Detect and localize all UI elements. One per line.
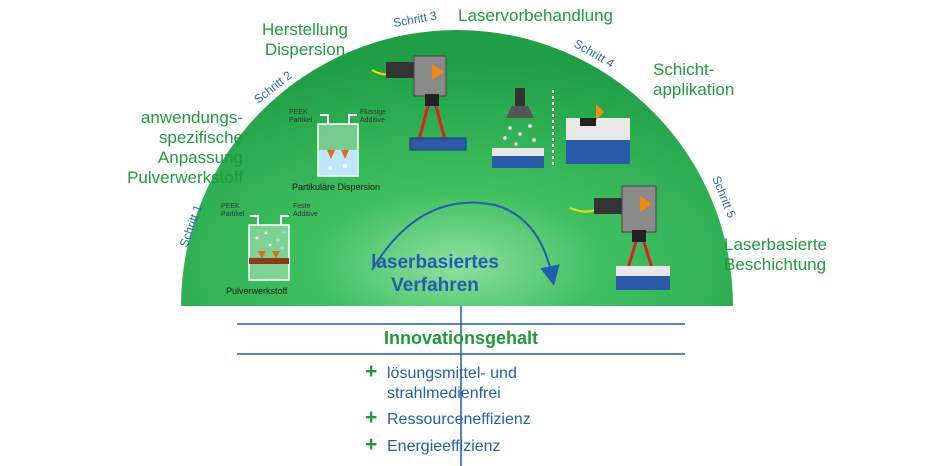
powder-peek-label-1: PEEK — [221, 203, 240, 210]
step-label-4: Schicht- applikation — [653, 60, 734, 100]
benefit-1: + lösungsmittel- und strahlmedienfrei — [365, 360, 517, 404]
powder-caption: Pulverwerkstoff — [226, 286, 288, 296]
laser-head-coating — [569, 185, 670, 290]
plus-icon: + — [365, 433, 378, 456]
step-label-4-line-2: applikation — [653, 80, 735, 99]
step-label-3: Laservorbehandlung — [458, 6, 613, 26]
laser-head-pretreatment — [371, 55, 467, 151]
powder-additive-label-2: Additive — [293, 211, 318, 218]
dispersion-additive-label-1: Flüssige — [360, 109, 386, 116]
step-label-1-line-1: anwendungs- — [140, 108, 243, 127]
step-label-5-line-2: Beschichtung — [724, 255, 827, 274]
layer-application — [492, 88, 630, 168]
step-label-1: anwendungs- spezifische Anpassung Pulver… — [80, 108, 243, 188]
benefit-2: + Ressourceneffizienz — [365, 406, 531, 430]
powder-peek-label-2: Partikel — [221, 211, 245, 218]
step-tag-3: Schritt 3 — [392, 8, 438, 29]
plus-icon: + — [365, 360, 378, 383]
step-label-3-line-1: Laservorbehandlung — [458, 6, 614, 25]
plus-icon: + — [365, 406, 378, 429]
step-label-1-line-4: Pulverwerkstoff — [127, 168, 243, 187]
dispersion-additive-label-2: Additive — [360, 117, 385, 124]
step-label-1-line-3: Anpassung — [157, 148, 243, 167]
dispersion-caption: Partikuläre Dispersion — [292, 182, 380, 192]
benefit-3-line-1: Energieeffizienz — [387, 438, 501, 455]
step-label-2-line-1: Herstellung — [262, 20, 348, 39]
dispersion-peek-label-1: PEEK — [289, 109, 308, 116]
dome-background — [181, 30, 733, 306]
step-label-2-line-2: Dispersion — [264, 40, 346, 59]
powder-beaker: PEEK Partikel Feste Additive Pulverwerks… — [221, 203, 318, 296]
powder-additive-label-1: Feste — [293, 203, 311, 210]
benefit-3: + Energieeffizienz — [365, 433, 501, 457]
dispersion-peek-label-2: Partikel — [289, 117, 313, 124]
step-label-5: Laserbasierte Beschichtung — [724, 235, 827, 275]
benefit-2-line-1: Ressourceneffizienz — [387, 411, 531, 428]
step-label-4-line-1: Schicht- — [653, 60, 715, 79]
step-label-5-line-1: Laserbasierte — [724, 235, 828, 254]
step-label-2: Herstellung Dispersion — [240, 20, 370, 60]
process-title-line-2: Verfahren — [391, 275, 479, 296]
step-label-1-line-2: spezifische — [158, 128, 243, 147]
benefit-1-line-2: strahlmedienfrei — [387, 385, 501, 402]
process-arrow — [371, 201, 560, 286]
process-title: laserbasiertes Verfahren — [345, 251, 525, 297]
benefit-1-line-1: lösungsmittel- und — [387, 365, 517, 382]
innovation-title: Innovationsgehalt — [383, 328, 538, 348]
process-title-line-1: laserbasiertes — [371, 252, 499, 273]
dispersion-beaker: PEEK Partikel Flüssige Additive Partikul… — [289, 109, 386, 192]
